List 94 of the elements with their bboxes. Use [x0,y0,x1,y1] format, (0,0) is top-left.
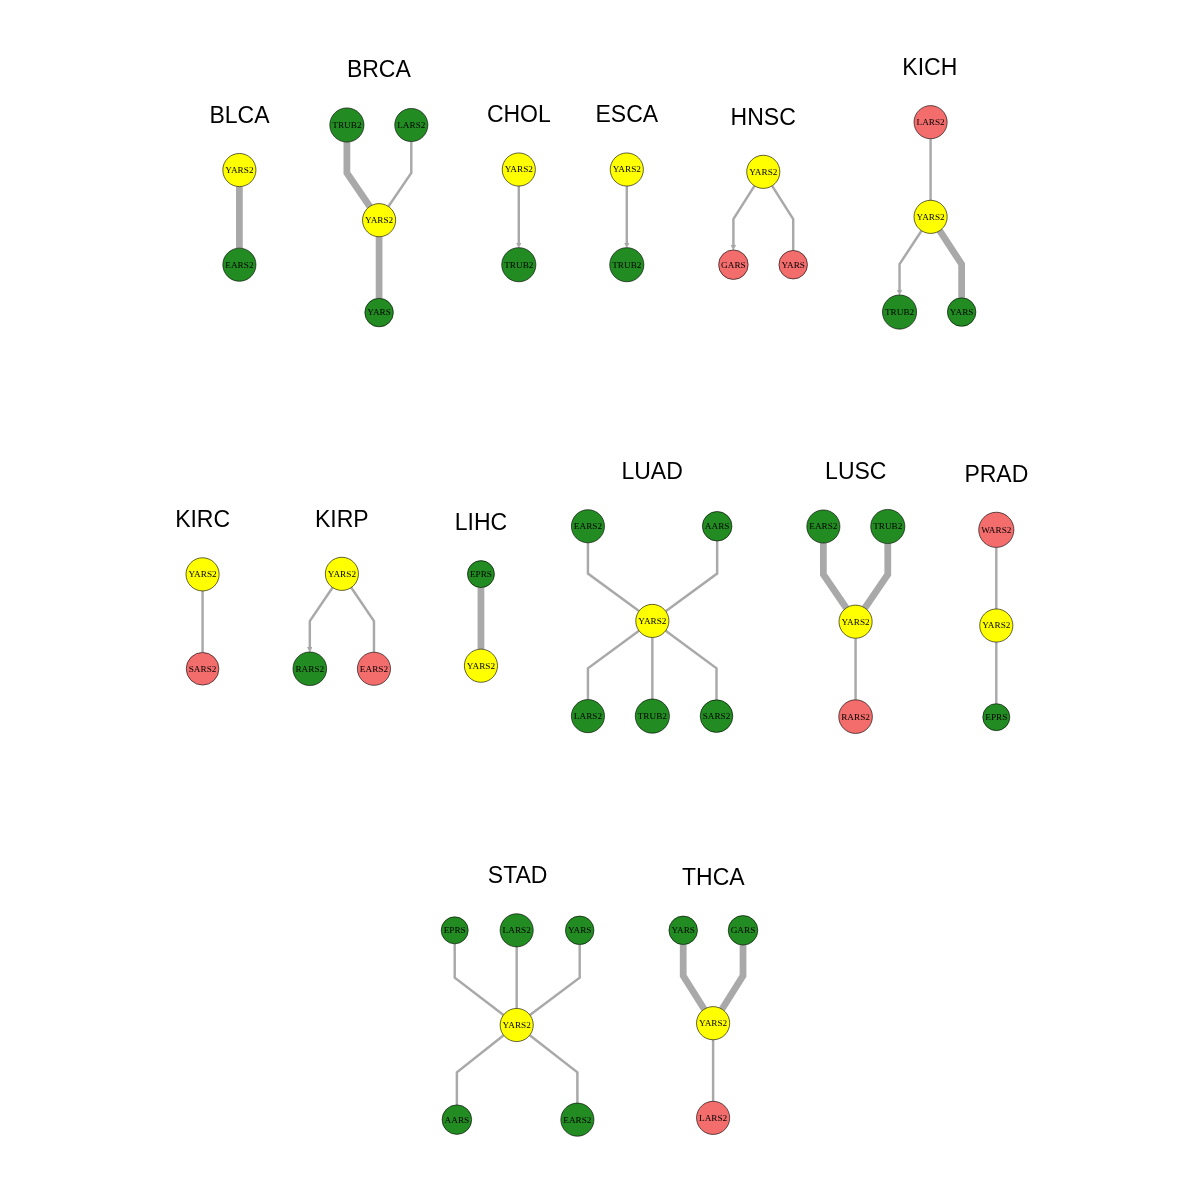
connector [453,943,505,1016]
panel-title: BRCA [346,57,411,83]
node-circle: LARS2 [394,108,429,142]
node-circle: YARS2 [635,604,670,638]
connector [854,638,857,700]
node-circle: TRUB2 [501,247,537,283]
connector [529,944,581,1016]
node-circle: YARS2 [913,200,948,234]
connector [477,587,485,650]
node-circle: LARS2 [499,913,534,948]
node-circle: RARS2 [838,699,873,734]
connector [665,541,719,613]
connector [820,543,850,610]
connector [529,1034,579,1104]
node-circle: WARS2 [978,511,1015,548]
node-circle: TRUB2 [882,294,917,330]
connector [936,228,966,298]
node-circle: YARS2 [696,1006,731,1041]
node-circle: GARS [728,915,759,946]
node-circle: EARS2 [571,509,605,544]
node-circle: SARS2 [699,699,734,733]
node-circle: GARS [718,249,749,280]
node-circle: LARS2 [696,1101,731,1135]
connector [679,944,708,1011]
panel-title: STAD [487,863,548,889]
node-circle: TRUB2 [635,698,670,734]
node-circle: YARS2 [185,557,220,592]
node-circle: YARS [364,298,394,328]
node-circle: YARS2 [609,152,644,187]
node-circle: EPRS [982,703,1011,731]
panel-title: LUSC [825,458,887,485]
panel-title: KICH [902,55,958,81]
node-circle: YARS2 [746,154,781,189]
node-circle: YARS [668,915,698,945]
node-circle: YARS2 [222,153,257,187]
node-circle: AARS [702,511,733,542]
connector [771,185,795,251]
node-circle: EARS2 [560,1102,595,1137]
connector [929,138,932,201]
node-circle: EPRS [440,916,469,945]
panel-title: LUAD [621,459,683,485]
connector [343,142,373,209]
connector [586,542,640,613]
panel-title: LIHC [454,510,508,536]
connector [719,945,747,1011]
node-circle: YARS2 [501,152,536,187]
node-circle: YARS2 [464,648,498,683]
node-circle: YARS [778,250,808,280]
connector [995,642,998,704]
node-circle: EARS2 [357,651,391,686]
panel-title: PRAD [964,461,1029,488]
node-circle: YARS2 [499,1008,534,1042]
connector [515,946,518,1009]
connector [455,1034,505,1105]
node-circle: SARS2 [186,652,220,686]
arrow [307,586,334,653]
connector [387,141,413,208]
panel-title: KIRC [175,507,231,533]
connector [586,629,640,700]
node-circle: TRUB2 [870,509,906,544]
panel-title: ESCA [595,102,659,128]
node-circle: YARS [565,915,595,945]
connector [350,586,376,653]
node-circle: YARS2 [838,604,873,639]
arrow [624,186,630,248]
connector [995,547,998,609]
arrow [896,230,923,296]
panel-title: THCA [681,865,745,891]
connector [236,186,243,249]
connector [375,236,383,299]
node-circle: YARS2 [979,608,1014,643]
connector [201,590,204,653]
node-circle: RARS2 [292,651,327,686]
node-circle: YARS2 [325,556,359,591]
node-circle: EPRS [467,560,495,588]
node-circle: EARS2 [222,247,257,282]
connector [665,629,718,700]
connector [711,1039,715,1102]
node-circle: AARS [441,1104,472,1135]
connector [651,637,654,700]
arrow [730,185,756,251]
node-circle: TRUB2 [329,107,365,143]
panel-title: HNSC [730,104,796,131]
panel-title: KIRP [314,506,369,533]
panel-title: BLCA [209,103,270,129]
node-circle: YARS [947,297,977,327]
panel-title: CHOL [486,102,551,128]
node-circle: YARS2 [362,203,396,238]
arrow [516,186,522,248]
node-circle: EARS2 [806,509,841,544]
node-circle: LARS2 [913,105,948,140]
node-circle: LARS2 [571,699,605,733]
node-circle: TRUB2 [609,247,645,283]
connector [862,543,892,610]
